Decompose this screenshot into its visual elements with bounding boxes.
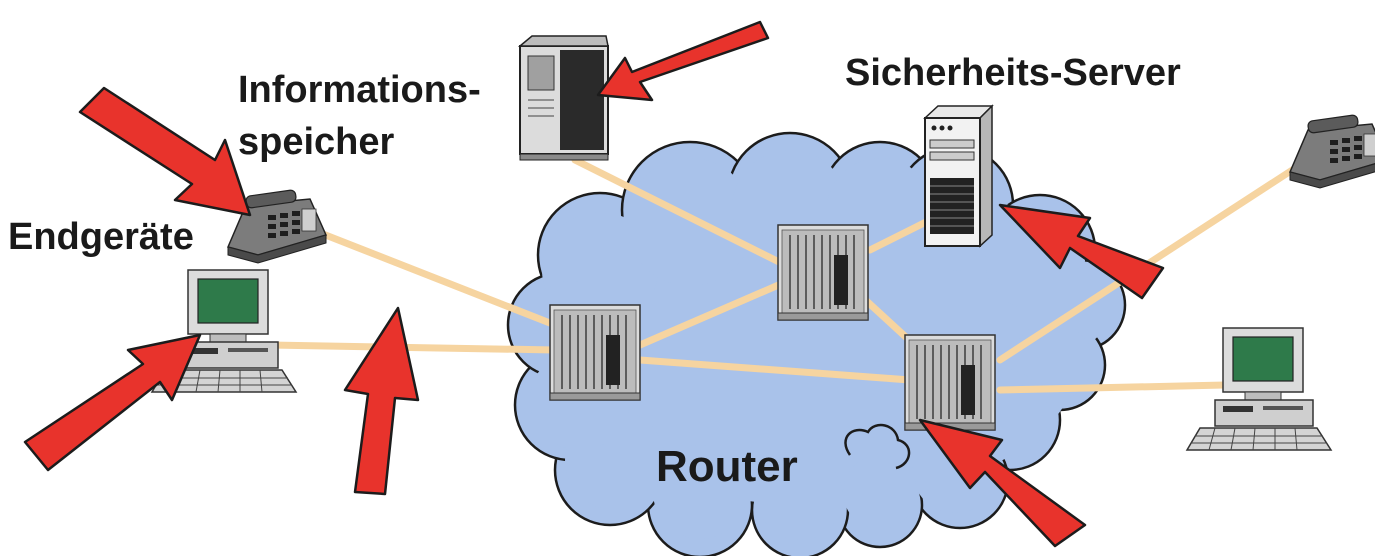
arrow-to-telephone	[78, 86, 252, 217]
arrow-to-security-server	[998, 203, 1165, 300]
security-server-icon	[923, 104, 994, 248]
router-right-icon	[904, 334, 996, 431]
information-store-label: Informations- speicher	[238, 64, 481, 168]
router-label: Router	[656, 442, 798, 491]
arrow-to-link	[343, 306, 420, 496]
workstation-right-icon	[1186, 327, 1332, 451]
telephone-right-icon	[1289, 113, 1375, 189]
router-left-icon	[549, 304, 641, 401]
arrow-to-workstation	[23, 333, 202, 472]
arrow-to-information-store	[596, 20, 770, 102]
information-store-server-icon	[517, 35, 609, 161]
attack-arrows	[23, 20, 1165, 548]
information-store-label-line2: speicher	[238, 121, 395, 163]
arrow-to-router-right	[918, 418, 1087, 548]
router-top-icon	[777, 224, 869, 321]
information-store-label-line1: Informations-	[238, 69, 481, 111]
security-server-label: Sicherheits-Server	[845, 52, 1181, 94]
end-devices-label: Endgeräte	[8, 216, 194, 258]
